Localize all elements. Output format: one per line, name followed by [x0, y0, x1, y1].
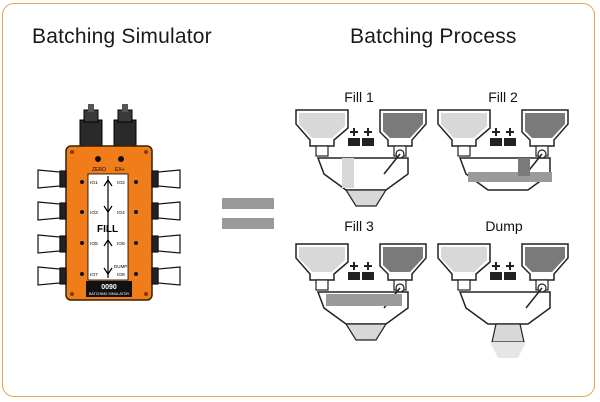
io-label-4: IO4: [117, 210, 125, 216]
io-label-7: IO7: [90, 272, 98, 278]
equals-sign: [222, 198, 274, 229]
zero-button[interactable]: [95, 156, 101, 162]
left-connectors: [37, 169, 67, 286]
batching-simulator-device: ZERO EX+ IO1 IO2 IO3 IO4 IO5 IO6 IO7 IO8…: [37, 104, 181, 301]
fill-status-text: FILL: [97, 224, 118, 235]
step-label-dump: Dump: [485, 218, 523, 234]
step-label-fill-2: Fill 2: [488, 89, 518, 105]
io-label-3: IO3: [90, 210, 98, 216]
io-label-2: IO2: [117, 180, 125, 186]
top-connector-left: [79, 104, 103, 147]
io-label-8: IO8: [117, 272, 125, 278]
zero-label: ZERO: [92, 167, 106, 173]
io-label-5: IO5: [90, 241, 98, 247]
top-connector-right: [113, 104, 137, 147]
left-title: Batching Simulator: [32, 25, 212, 48]
right-title: Batching Process: [350, 25, 517, 48]
device-name: BATCHING SIMULATOR: [89, 292, 129, 296]
process-step-fill-3: [295, 243, 427, 341]
display-value: 0090: [101, 284, 117, 291]
step-label-fill-1: Fill 1: [344, 89, 374, 105]
step-label-fill-3: Fill 3: [344, 218, 374, 234]
process-step-dump: [437, 243, 569, 358]
dump-label: DUMP: [114, 264, 127, 269]
right-connectors: [151, 169, 181, 286]
display-strip: [86, 281, 132, 297]
process-step-fill-1: [295, 109, 427, 207]
ex-label: EX+: [115, 167, 125, 173]
io-label-6: IO6: [117, 241, 125, 247]
io-label-1: IO1: [90, 180, 98, 186]
process-step-fill-2: [437, 109, 569, 191]
ex-button[interactable]: [118, 156, 124, 162]
